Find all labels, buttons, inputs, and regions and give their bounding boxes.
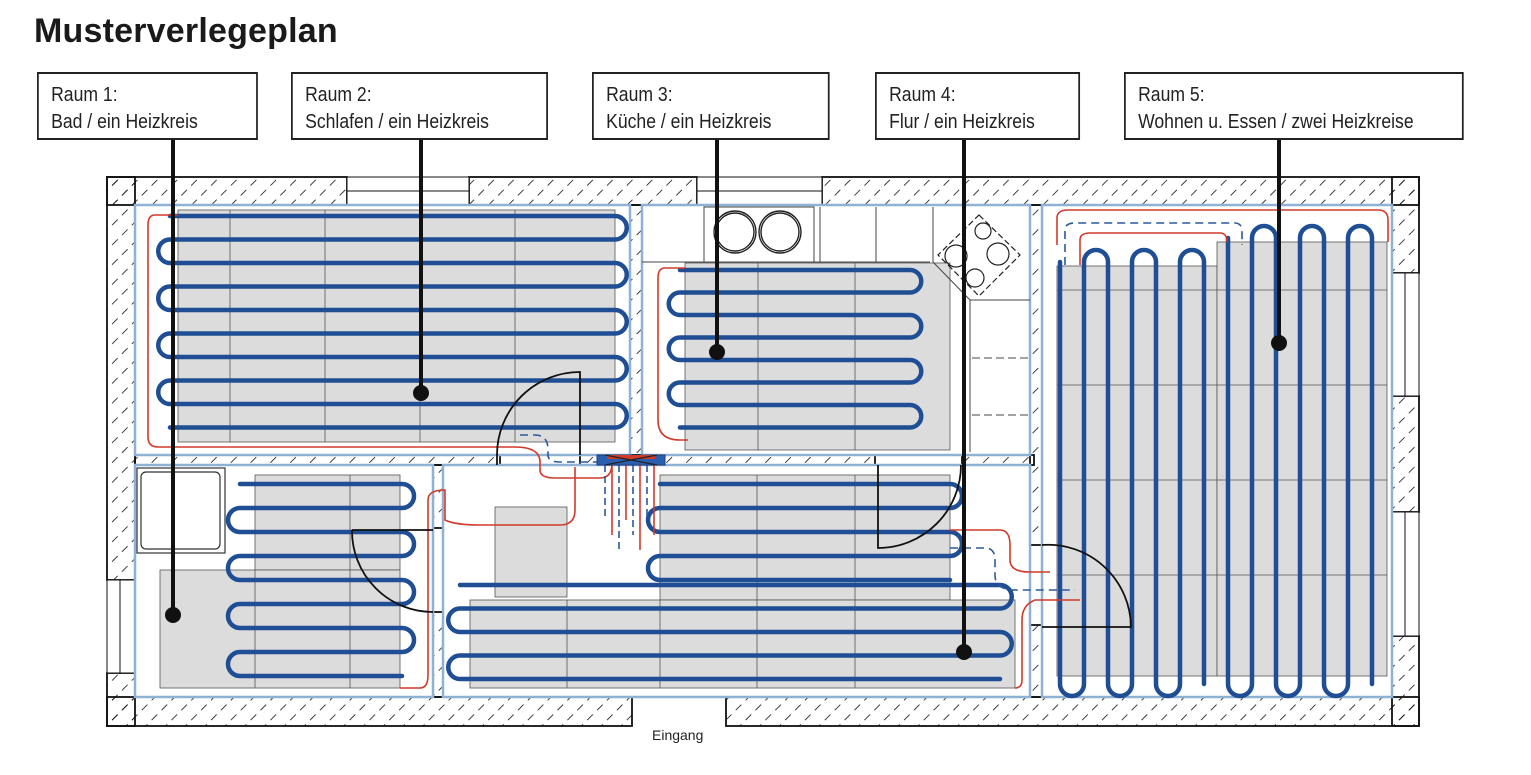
wall-right-1 bbox=[1391, 176, 1420, 274]
supply-line-flur bbox=[1014, 599, 1080, 689]
panel-schlafen bbox=[177, 209, 616, 443]
callout-dot-1 bbox=[165, 607, 181, 623]
wall-right-3 bbox=[1391, 635, 1420, 727]
room-label-2: Raum 2: Schlafen / ein Heizkreis bbox=[291, 72, 548, 140]
cooktop-icon bbox=[937, 214, 1021, 297]
wall-interior-vertical-bath-low bbox=[432, 611, 444, 698]
wall-interior-vertical-bath bbox=[432, 464, 444, 529]
door-schlafen bbox=[496, 371, 581, 456]
wall-interior-horizontal-left bbox=[134, 454, 501, 466]
walls bbox=[106, 176, 1420, 727]
doors bbox=[351, 371, 1132, 628]
pipe-loop-wohnen-1 bbox=[1057, 247, 1207, 699]
supply-line-schlafen bbox=[147, 214, 613, 479]
connection-lines bbox=[147, 209, 1389, 689]
entrance-label: Eingang bbox=[652, 727, 704, 743]
wall-bottom-left bbox=[106, 696, 633, 727]
pipe-loop-flur-lower bbox=[446, 582, 1014, 682]
manifold-feeders bbox=[604, 465, 655, 550]
panel-wohnen-1 bbox=[1056, 265, 1218, 677]
shower-tray-icon bbox=[136, 467, 226, 554]
room-number: Raum 2: bbox=[305, 84, 372, 106]
heating-manifold-icon bbox=[596, 454, 666, 466]
room-label-3: Raum 3: Küche / ein Heizkreis bbox=[592, 72, 830, 140]
double-sink-icon bbox=[703, 206, 815, 263]
windows bbox=[106, 176, 1420, 674]
wall-top-left bbox=[106, 176, 348, 206]
room-description: Wohnen u. Essen / zwei Heizkreise bbox=[1138, 111, 1414, 133]
return-line-flur bbox=[950, 547, 1075, 591]
room-label-1: Raum 1: Bad / ein Heizkreis bbox=[37, 72, 258, 140]
pipe-loop-wohnen-2 bbox=[1225, 223, 1375, 699]
room-label-5: Raum 5: Wohnen u. Essen / zwei Heizkreis… bbox=[1124, 72, 1464, 140]
wall-right-2 bbox=[1391, 395, 1420, 513]
callout-dot-4 bbox=[956, 644, 972, 660]
pipe-loop-schlafen bbox=[156, 213, 629, 430]
wall-bottom-right bbox=[725, 696, 1420, 727]
return-line-schlafen bbox=[520, 434, 602, 463]
room-description: Schlafen / ein Heizkreis bbox=[305, 111, 489, 133]
room-number: Raum 4: bbox=[889, 84, 956, 106]
room-label-4: Raum 4: Flur / ein Heizkreis bbox=[875, 72, 1081, 140]
room-number: Raum 1: bbox=[51, 84, 118, 106]
room-description: Küche / ein Heizkreis bbox=[606, 111, 772, 133]
door-kueche bbox=[877, 464, 962, 549]
room-description: Bad / ein Heizkreis bbox=[51, 111, 198, 133]
panel-flur-left bbox=[494, 506, 568, 598]
room-number: Raum 3: bbox=[606, 84, 673, 106]
room-number: Raum 5: bbox=[1138, 84, 1205, 106]
supply-line-wohnen-b bbox=[1079, 232, 1228, 265]
wall-interior-horizontal-right bbox=[961, 454, 1035, 466]
callout-dot-2 bbox=[413, 385, 429, 401]
wall-interior-vertical-living-low bbox=[1029, 624, 1043, 698]
wall-top-right bbox=[821, 176, 1420, 206]
callouts bbox=[165, 140, 1287, 660]
supply-line-bad bbox=[400, 467, 576, 689]
callout-dot-3 bbox=[709, 344, 725, 360]
supply-line-kueche bbox=[657, 267, 688, 441]
pipe-loop-bad bbox=[225, 481, 417, 679]
door-wohnen bbox=[1041, 543, 1132, 628]
supply-line-flur-b bbox=[950, 529, 1050, 573]
page-title: Musterverlegeplan bbox=[34, 12, 338, 50]
kitchen-counter bbox=[642, 207, 1030, 452]
pipe-loop-kueche bbox=[666, 267, 924, 430]
door-bad bbox=[351, 529, 434, 613]
wall-interior-vertical-living bbox=[1029, 204, 1043, 546]
supply-line-wohnen-a bbox=[1056, 209, 1389, 245]
heating-pipes bbox=[156, 213, 1375, 699]
room-description: Flur / ein Heizkreis bbox=[889, 111, 1035, 133]
window-left bbox=[106, 579, 136, 674]
callout-dot-5 bbox=[1271, 335, 1287, 351]
wall-top-mid bbox=[468, 176, 698, 206]
pipe-loop-flur-main bbox=[645, 481, 965, 583]
wall-interior-vertical-kitchen bbox=[629, 204, 643, 456]
panel-flur-lower bbox=[469, 599, 1016, 689]
wall-left-upper bbox=[106, 176, 136, 581]
